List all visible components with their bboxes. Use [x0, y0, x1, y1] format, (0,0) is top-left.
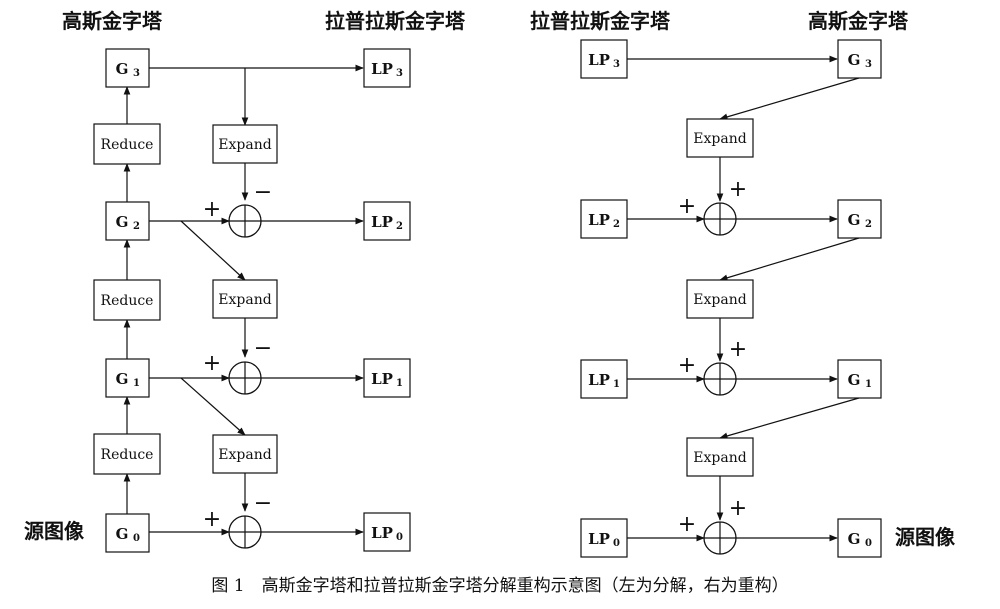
svg-text:LP: LP	[588, 211, 610, 229]
left-g3-node: G 3	[105, 48, 150, 88]
svg-text:1: 1	[396, 378, 403, 389]
svg-text:2: 2	[865, 219, 872, 230]
svg-text:G: G	[848, 371, 861, 389]
svg-text:0: 0	[613, 538, 620, 549]
right-gauss-heading: 高斯金字塔	[808, 9, 909, 33]
svg-text:2: 2	[613, 219, 620, 230]
svg-text:3: 3	[613, 59, 620, 70]
svg-text:LP: LP	[371, 60, 393, 78]
right-g1-node: G 1	[837, 359, 882, 399]
left-source-label: 源图像	[24, 519, 85, 543]
left-lp0-node: LP 0	[363, 512, 411, 552]
svg-text:Expand: Expand	[693, 450, 746, 466]
left-g2-node: G 2	[105, 201, 150, 241]
right-lp3-node: LP 3	[580, 39, 628, 79]
right-wires	[627, 55, 860, 542]
plus-sign: +	[678, 194, 696, 219]
svg-text:LP: LP	[371, 213, 393, 231]
left-gauss-heading: 高斯金字塔	[62, 9, 163, 33]
plus-sign: +	[678, 353, 696, 378]
right-sum-1: + +	[678, 337, 747, 396]
plus-sign: +	[729, 337, 747, 362]
svg-text:Expand: Expand	[218, 137, 271, 153]
figure-caption: 图 1 高斯金字塔和拉普拉斯金字塔分解重构示意图（左为分解，右为重构）	[211, 576, 788, 596]
svg-text:LP: LP	[588, 51, 610, 69]
svg-text:1: 1	[613, 379, 620, 390]
left-sum-2: + −	[203, 180, 272, 238]
left-expand-top: Expand	[212, 124, 278, 164]
plus-sign: +	[729, 496, 747, 521]
minus-sign: −	[254, 336, 272, 361]
right-source-label: 源图像	[895, 525, 956, 549]
svg-text:0: 0	[865, 538, 872, 549]
plus-sign: +	[203, 197, 221, 222]
left-g0-node: G 0	[105, 513, 150, 553]
svg-text:LP: LP	[588, 371, 610, 389]
svg-text:2: 2	[133, 221, 140, 232]
minus-sign: −	[254, 491, 272, 516]
svg-text:G: G	[848, 51, 861, 69]
svg-text:3: 3	[133, 68, 140, 79]
right-expand-top: Expand	[686, 118, 754, 158]
svg-text:Reduce: Reduce	[101, 447, 154, 463]
left-reduce-mid: Reduce	[93, 279, 161, 321]
svg-text:LP: LP	[371, 370, 393, 388]
svg-text:Reduce: Reduce	[101, 293, 154, 309]
svg-text:Expand: Expand	[218, 447, 271, 463]
right-sum-2: + +	[678, 177, 747, 236]
svg-text:Expand: Expand	[693, 292, 746, 308]
left-wires	[123, 64, 364, 536]
svg-text:3: 3	[396, 68, 403, 79]
svg-text:Expand: Expand	[218, 292, 271, 308]
svg-text:2: 2	[396, 221, 403, 232]
left-reduce-top: Reduce	[93, 123, 161, 165]
right-laplacian-heading: 拉普拉斯金字塔	[530, 9, 671, 33]
right-sum-0: + +	[678, 496, 747, 555]
right-g2-node: G 2	[837, 199, 882, 239]
right-g0-node: G 0	[837, 518, 882, 558]
left-lp1-node: LP 1	[363, 358, 411, 398]
left-reduce-bottom: Reduce	[93, 433, 161, 475]
svg-text:Expand: Expand	[693, 131, 746, 147]
svg-text:G: G	[116, 60, 129, 78]
minus-sign: −	[254, 180, 272, 205]
left-lp3-node: LP 3	[363, 48, 411, 88]
right-lp0-node: LP 0	[580, 518, 628, 558]
svg-text:LP: LP	[371, 524, 393, 542]
svg-text:0: 0	[396, 532, 403, 543]
svg-text:1: 1	[865, 379, 872, 390]
left-sum-0: + −	[203, 491, 272, 549]
left-expand-mid: Expand	[212, 279, 278, 319]
svg-text:3: 3	[865, 59, 872, 70]
svg-text:G: G	[848, 211, 861, 229]
right-expand-bottom: Expand	[686, 437, 754, 477]
plus-sign: +	[678, 512, 696, 537]
right-expand-mid: Expand	[686, 279, 754, 319]
left-sum-1: + −	[203, 336, 272, 395]
plus-sign: +	[729, 177, 747, 202]
left-lp2-node: LP 2	[363, 201, 411, 241]
right-lp2-node: LP 2	[580, 199, 628, 239]
left-g1-node: G 1	[105, 358, 150, 398]
left-expand-bottom: Expand	[212, 434, 278, 474]
svg-text:G: G	[116, 525, 129, 543]
svg-text:Reduce: Reduce	[101, 137, 154, 153]
left-laplacian-heading: 拉普拉斯金字塔	[325, 9, 466, 33]
svg-text:1: 1	[133, 378, 140, 389]
svg-text:G: G	[116, 370, 129, 388]
svg-text:LP: LP	[588, 530, 610, 548]
right-g3-node: G 3	[837, 39, 882, 79]
plus-sign: +	[203, 351, 221, 376]
right-lp1-node: LP 1	[580, 359, 628, 399]
svg-text:G: G	[116, 213, 129, 231]
svg-text:0: 0	[133, 533, 140, 544]
svg-text:G: G	[848, 530, 861, 548]
plus-sign: +	[203, 507, 221, 532]
